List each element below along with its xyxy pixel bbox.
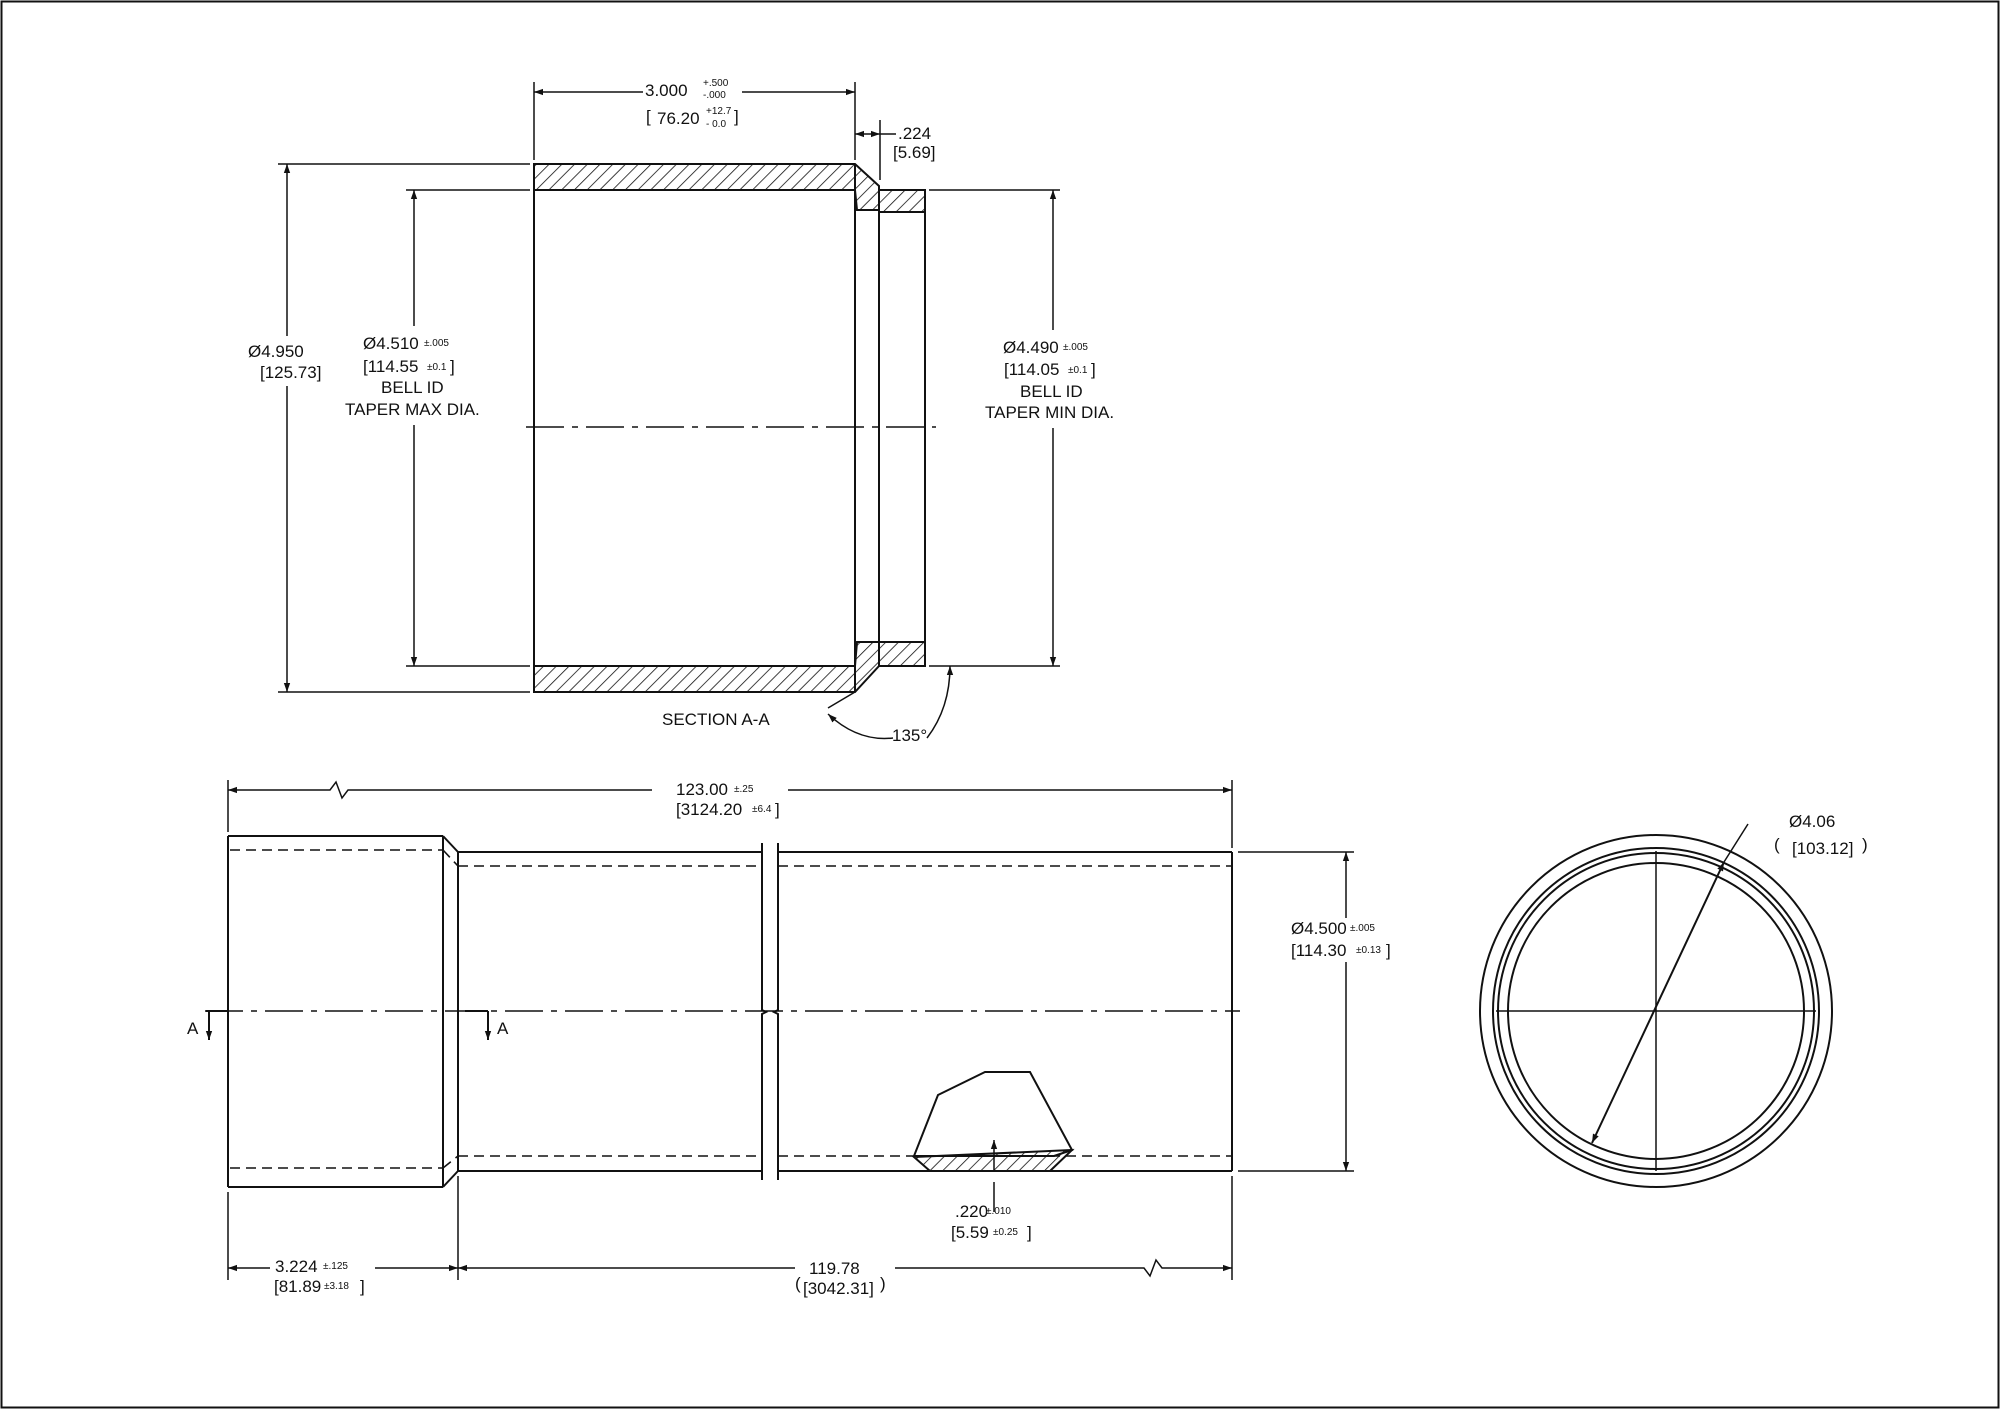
- pipe-od-metric-close: ]: [1386, 941, 1391, 960]
- bell-wall-top: [533, 163, 880, 211]
- taper-top: [878, 189, 926, 213]
- wall-metric: [5.59: [951, 1223, 989, 1242]
- end-id-paren-open: (: [1774, 835, 1780, 854]
- bell-length-metric: 76.20: [657, 109, 700, 128]
- outer-dia-value: Ø4.950: [248, 342, 304, 361]
- pipe-len-value: 119.78: [809, 1259, 860, 1278]
- bell-max-metric-close: ]: [450, 357, 455, 376]
- bell-max-tol: ±.005: [424, 338, 449, 349]
- section-title: SECTION A-A: [662, 710, 770, 729]
- bell-depth-metric-close: ]: [360, 1277, 365, 1296]
- bell-min-metric-tol: ±0.1: [1068, 365, 1088, 376]
- wall-breakout: [912, 1071, 1074, 1157]
- pipe-od-tol: ±.005: [1350, 923, 1375, 934]
- bell-length-tol-plus: +.500: [703, 78, 729, 89]
- bell-od-circle: [1492, 847, 1820, 1175]
- bell-max-metric-tol: ±0.1: [427, 362, 447, 373]
- pipe-od-metric: [114.30: [1291, 941, 1346, 960]
- angle-value: 135°: [892, 726, 927, 745]
- bracket-close: ]: [734, 107, 739, 126]
- wall-tol: ±.010: [986, 1206, 1011, 1217]
- overall-length-metric-tol: ±6.4: [752, 804, 772, 815]
- outer-dia-metric: [125.73]: [260, 363, 321, 382]
- wall-value: .220: [955, 1202, 988, 1221]
- end-id-value: Ø4.06: [1789, 812, 1835, 831]
- bell-wall-bottom: [533, 641, 880, 693]
- bell-depth-metric: [81.89: [274, 1277, 321, 1296]
- id-leader: [1591, 861, 1725, 1144]
- overall-length-tol: ±.25: [734, 784, 754, 795]
- bell-max-label1: BELL ID: [381, 378, 444, 397]
- taper-bottom: [878, 641, 926, 667]
- bell-depth-metric-tol: ±3.18: [324, 1281, 349, 1292]
- overall-length-metric: [3124.20: [676, 800, 742, 819]
- bell-length-value: 3.000: [645, 81, 688, 100]
- bell-max-label2: TAPER MAX DIA.: [345, 400, 480, 419]
- section-mark-left: A: [187, 1019, 199, 1038]
- bell-max-metric: [114.55: [363, 357, 418, 376]
- end-id-paren-close: ): [1862, 835, 1868, 854]
- wall-section-hatch: [911, 1148, 1075, 1172]
- overall-length-value: 123.00: [676, 780, 728, 799]
- end-view: ( Ø4.06 [103.12] ): [1479, 812, 1868, 1188]
- end-id-metric: [103.12]: [1792, 839, 1853, 858]
- side-view: A A 123.00 ±.25 [3124.20 ±6.4 ] Ø4.500 ±…: [187, 780, 1391, 1298]
- pipe-od-metric-tol: ±0.13: [1356, 945, 1381, 956]
- section-view: 3.000 +.500 -.000 [ 76.20 +12.7 - 0.0 ] …: [248, 78, 1114, 745]
- bell-depth-tol: ±.125: [323, 1261, 348, 1272]
- pipe-od-value: Ø4.500: [1291, 919, 1347, 938]
- overall-length-metric-close: ]: [775, 800, 780, 819]
- bell-min-metric-close: ]: [1091, 360, 1096, 379]
- section-mark-right: A: [497, 1019, 509, 1038]
- bell-depth-value: 3.224: [275, 1257, 318, 1276]
- taper-length-metric: [5.69]: [893, 143, 936, 162]
- pipe-len-paren-open: (: [795, 1274, 801, 1293]
- bell-min-label1: BELL ID: [1020, 382, 1083, 401]
- wall-metric-close: ]: [1027, 1223, 1032, 1242]
- bell-min-value: Ø4.490: [1003, 338, 1059, 357]
- pipe-len-paren-close: ): [880, 1274, 886, 1293]
- bell-min-tol: ±.005: [1063, 342, 1088, 353]
- bell-length-tol-minus: -.000: [703, 90, 726, 101]
- wall-metric-tol: ±0.25: [993, 1227, 1018, 1238]
- pipe-len-metric: [3042.31]: [803, 1279, 874, 1298]
- taper-length-value: .224: [898, 124, 931, 143]
- bell-min-metric: [114.05: [1004, 360, 1059, 379]
- bell-max-value: Ø4.510: [363, 334, 419, 353]
- bell-length-metric-plus: +12.7: [706, 106, 732, 117]
- bell-length-metric-minus: - 0.0: [706, 119, 726, 130]
- bracket-open: [: [646, 107, 651, 126]
- bell-min-label2: TAPER MIN DIA.: [985, 403, 1114, 422]
- outer-circle: [1479, 834, 1833, 1188]
